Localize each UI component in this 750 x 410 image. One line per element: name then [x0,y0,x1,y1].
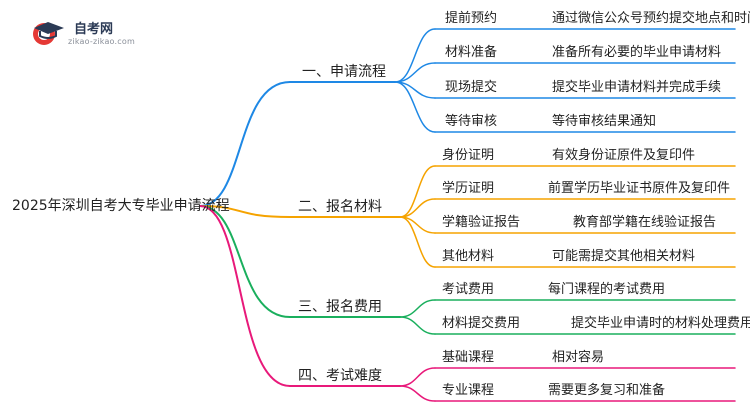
branch-application-process: 一、申请流程 [302,64,386,80]
leaf-description: 每门课程的考试费用 [548,282,666,297]
leaf-description: 有效身份证原件及复印件 [552,148,696,163]
root-connector [199,205,291,318]
leaf-connector [399,198,436,218]
leaf-description: 需要更多复习和准备 [548,383,666,398]
leaf-connector [399,367,436,387]
leaf-description: 提交毕业申请时的材料处理费用 [571,316,750,331]
leaf-node: 材料准备 [445,45,498,60]
leaf-description: 前置学历毕业证书原件及复印件 [548,181,731,196]
leaf-node: 考试费用 [442,282,495,297]
leaf-node: 提前预约 [445,11,498,26]
branch-application-materials: 二、报名材料 [298,199,382,215]
leaf-description: 可能需提交其他相关材料 [552,249,696,264]
branch-exam-difficulty: 四、考试难度 [298,368,382,384]
branch-application-fees: 三、报名费用 [298,299,382,315]
leaf-description: 相对容易 [552,350,605,365]
leaf-connector [394,28,436,83]
leaf-description: 准备所有必要的毕业申请材料 [552,45,722,60]
leaf-node: 等待审核 [445,114,498,129]
leaf-node: 专业课程 [442,383,495,398]
leaf-node: 学籍验证报告 [442,215,521,230]
leaf-connector [399,216,436,268]
leaf-node: 身份证明 [442,148,495,163]
root-connector [199,205,291,218]
logo-url: zikao-zikao.com [68,37,135,46]
leaf-description: 通过微信公众号预约提交地点和时间 [552,11,750,26]
leaf-node: 基础课程 [442,350,495,365]
leaf-description: 教育部学籍在线验证报告 [573,215,717,230]
leaf-connector [394,81,436,133]
leaf-connector [399,385,436,402]
leaf-node: 其他材料 [442,249,495,264]
leaf-node: 材料提交费用 [442,316,521,331]
root-connector [199,205,291,387]
site-logo: 自考网 zikao-zikao.com [28,14,148,54]
root-node: 2025年深圳自考大专毕业申请流程 [12,198,230,214]
leaf-description: 等待审核结果通知 [552,114,657,129]
leaf-connector [394,62,436,83]
root-connector [199,81,291,207]
leaf-node: 现场提交 [445,80,498,95]
leaf-connector [399,316,436,335]
leaf-connector [399,165,436,218]
leaf-connector [399,299,436,318]
leaf-description: 提交毕业申请材料并完成手续 [552,80,722,95]
logo-title: 自考网 [74,22,114,37]
graduation-cap-icon [33,22,64,45]
leaf-node: 学历证明 [442,181,495,196]
